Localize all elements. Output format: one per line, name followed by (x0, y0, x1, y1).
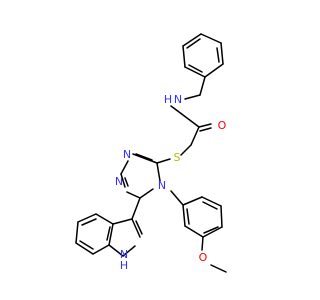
methyl-bond (210, 264, 227, 273)
bond (199, 76, 206, 96)
bond (95, 213, 114, 225)
bond (190, 126, 200, 146)
bond (108, 223, 114, 246)
bond (156, 162, 161, 182)
bond (201, 196, 222, 207)
bond (182, 204, 186, 227)
bond (132, 153, 158, 164)
triazole-nitrogen-label: N (115, 175, 123, 188)
bond (170, 105, 200, 128)
bond (170, 190, 184, 206)
double-bond-inner (203, 226, 219, 234)
indole-ring-system (75, 197, 143, 257)
bond (201, 236, 204, 251)
double-bond-inner (106, 226, 111, 241)
amide-linker (170, 76, 212, 156)
bond (200, 33, 222, 44)
bond (202, 226, 223, 238)
bond (75, 242, 94, 255)
bond (220, 42, 224, 65)
indole-nitrogen-label: N (120, 248, 128, 261)
bond (139, 188, 154, 199)
bond (131, 197, 141, 220)
triazole-ring (120, 153, 161, 199)
benzyl-phenyl-ring (182, 33, 224, 78)
bond (92, 244, 110, 255)
bond (184, 94, 201, 100)
bond (182, 45, 186, 68)
bond (120, 173, 126, 188)
bond (112, 218, 133, 225)
bond (122, 245, 136, 257)
bond (182, 33, 202, 47)
double-bond-inner (79, 240, 94, 250)
double-bond-inner (135, 153, 153, 161)
double-bond-inner (135, 220, 143, 235)
bond (184, 225, 204, 238)
double-bond-inner (202, 201, 218, 210)
bond (182, 196, 203, 206)
double-bond-inner (216, 47, 220, 63)
bond (184, 66, 206, 78)
double-bond-inner (124, 177, 129, 187)
methoxyphenyl-ring (170, 190, 227, 273)
thioether-link (156, 158, 171, 164)
carbonyl-oxygen-label: O (218, 119, 227, 132)
bond (120, 160, 129, 175)
thioether-sulfur-label: S (174, 151, 181, 164)
amide-nitrogen-label: N (174, 93, 182, 106)
bond (131, 218, 141, 238)
bond (220, 205, 223, 228)
triazole-nitrogen-label: N (123, 148, 131, 161)
carbonyl-bond-second (199, 127, 212, 132)
carbonyl-bond (198, 123, 212, 128)
double-bond-inner (81, 218, 97, 226)
triazole-nitrogen-label: N (158, 179, 166, 192)
bond (126, 191, 141, 199)
indole-hydrogen-label: H (120, 259, 128, 272)
double-bond-inner (186, 38, 201, 49)
amide-hydrogen-label: H (164, 93, 172, 106)
double-bond-inner (186, 208, 190, 225)
bond (77, 213, 97, 223)
methoxy-oxygen-label: O (199, 251, 208, 264)
bond (108, 244, 124, 257)
atom-labels: N H O S N N N N H O (115, 93, 227, 272)
bond (180, 144, 192, 156)
molecule-structure-diagram: N H O S N N N N H O (75, 33, 227, 273)
bond (204, 63, 224, 78)
molecule-svg: N H O S N N N N H O (75, 33, 227, 273)
bond (156, 158, 171, 164)
double-bond-inner (188, 64, 203, 73)
bond (75, 221, 79, 244)
